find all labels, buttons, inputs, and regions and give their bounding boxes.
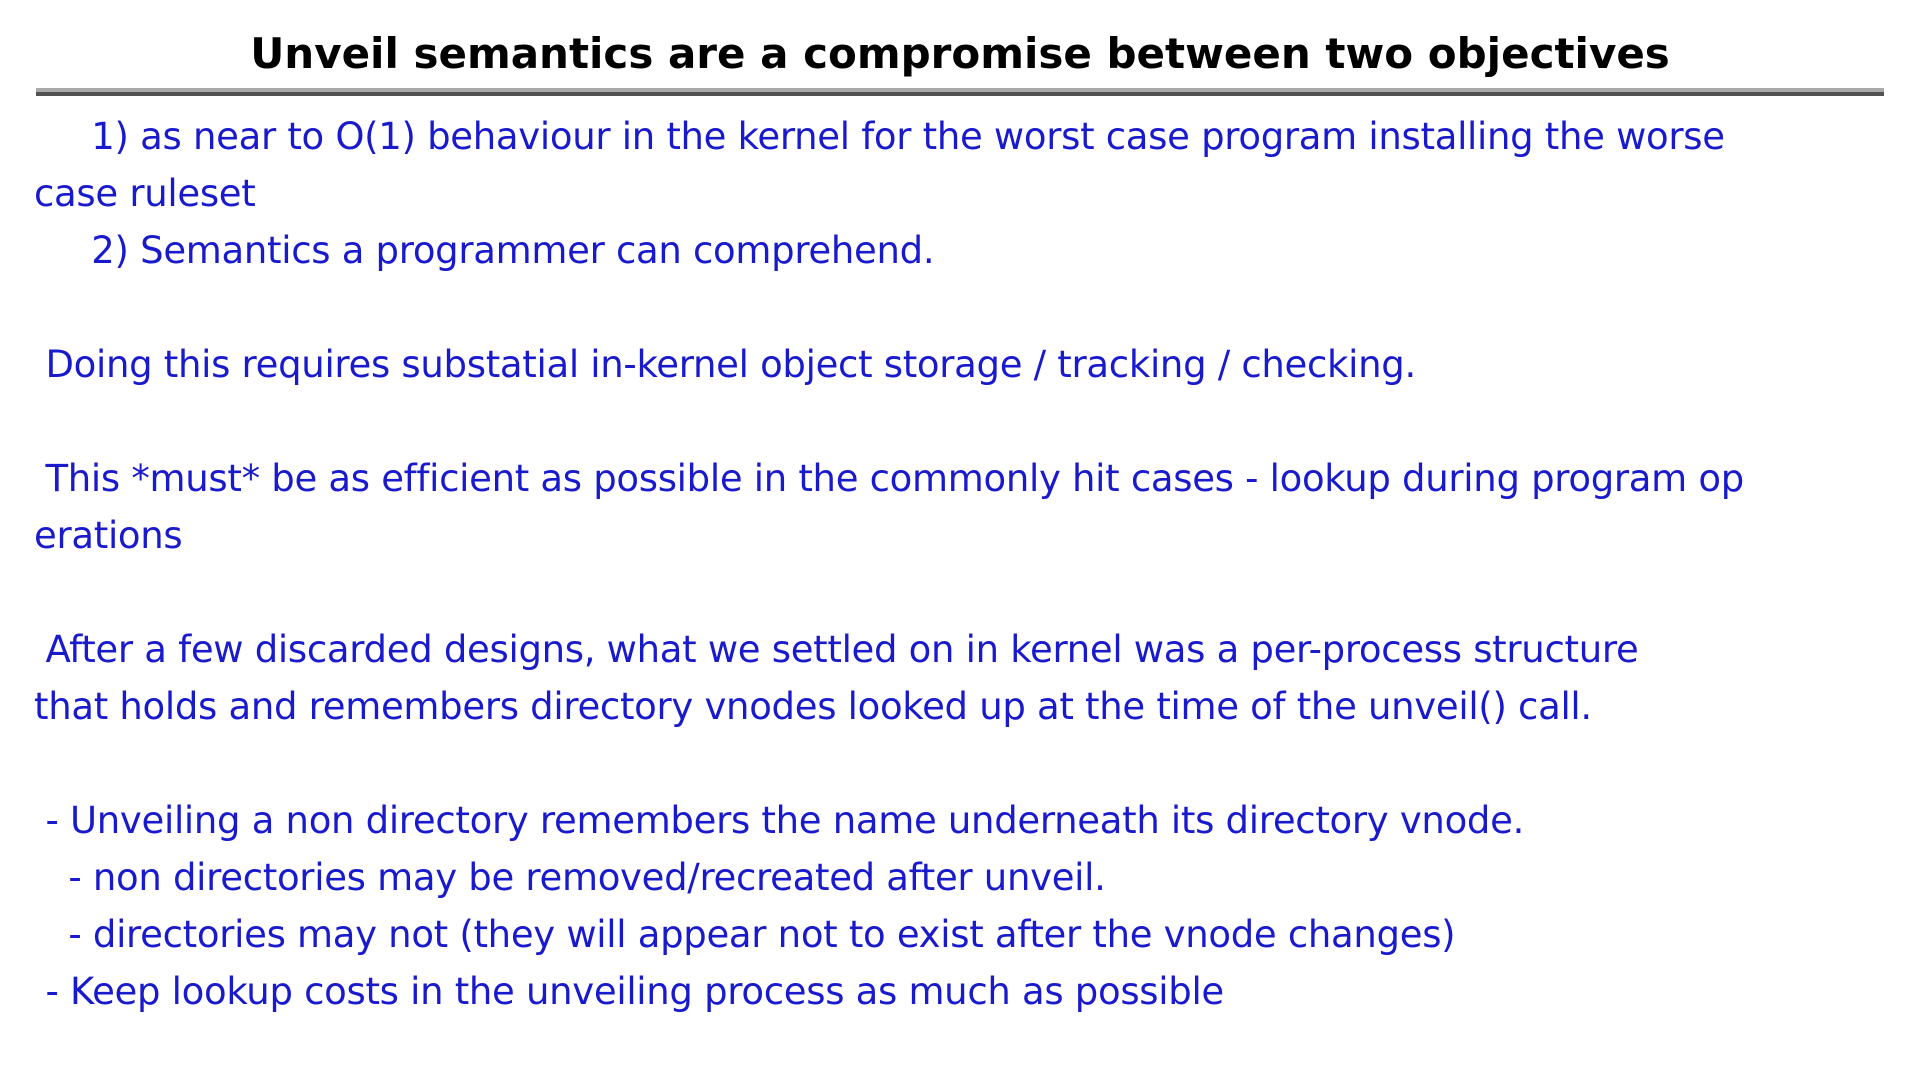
body-line — [34, 279, 1920, 336]
body-line: - Keep lookup costs in the unveiling pro… — [34, 970, 1224, 1013]
body-line: 2) Semantics a programmer can comprehend… — [34, 229, 935, 272]
body-line: - non directories may be removed/recreat… — [34, 856, 1106, 899]
body-line: 1) as near to O(1) behaviour in the kern… — [34, 115, 1725, 158]
body-line: that holds and remembers directory vnode… — [34, 685, 1592, 728]
body-line: case ruleset — [34, 172, 256, 215]
body-line — [34, 564, 1920, 621]
page-title: Unveil semantics are a compromise betwee… — [250, 29, 1670, 78]
slide-body-text: 1) as near to O(1) behaviour in the kern… — [34, 108, 1920, 1020]
body-line: Doing this requires substatial in-kernel… — [34, 343, 1416, 386]
body-line: erations — [34, 514, 183, 557]
body-line — [34, 735, 1920, 792]
body-line: - Unveiling a non directory remembers th… — [34, 799, 1525, 842]
body-line: This *must* be as efficient as possible … — [34, 457, 1744, 500]
body-line: - directories may not (they will appear … — [34, 913, 1456, 956]
body-line — [34, 393, 1920, 450]
title-divider — [36, 88, 1884, 97]
body-line: After a few discarded designs, what we s… — [34, 628, 1639, 671]
